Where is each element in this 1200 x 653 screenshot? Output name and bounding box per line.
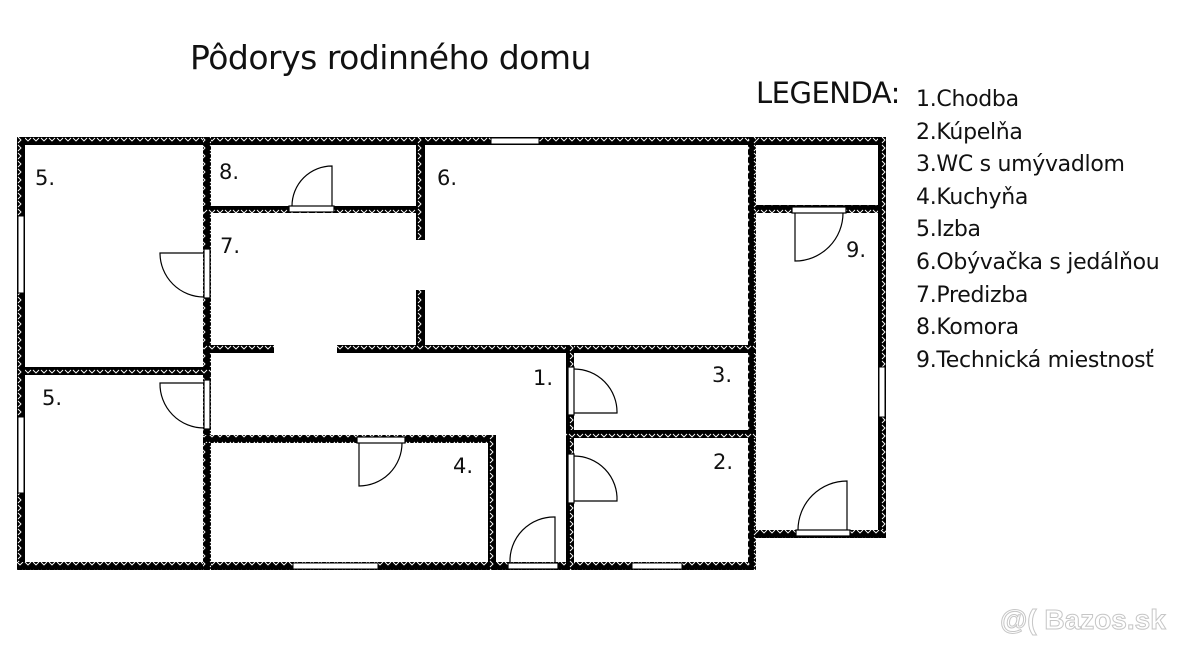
- legend-item: 4.Kuchyňa: [916, 184, 1029, 210]
- legend-item: 3.WC s umývadlom: [916, 152, 1125, 178]
- doors: [159, 165, 851, 570]
- room-label-7: 7.: [220, 234, 240, 258]
- legend-item: 8.Komora: [916, 315, 1019, 341]
- room-label-2: 2.: [713, 450, 733, 474]
- room-label-9: 9.: [846, 238, 866, 262]
- legend-item: 1.Chodba: [916, 87, 1019, 112]
- windows: [17, 137, 886, 570]
- room-label-3: 3.: [712, 363, 732, 387]
- room-label-5-upper: 5.: [35, 166, 55, 190]
- room-labels: 5. 5. 8. 7. 6. 9. 1. 3. 4. 2.: [35, 160, 866, 478]
- plan-title: Pôdorys rodinného domu: [190, 38, 591, 77]
- room-label-1: 1.: [533, 366, 553, 390]
- walls: [17, 137, 886, 570]
- legend-item: 6.Obývačka s jedálňou: [916, 249, 1160, 275]
- room-label-6: 6.: [437, 166, 457, 190]
- room-label-4: 4.: [453, 454, 473, 478]
- legend-heading: LEGENDA:: [756, 76, 900, 110]
- legend-list: 1.Chodba 2.Kúpelňa 3.WC s umývadlom 4.Ku…: [916, 84, 1160, 377]
- room-label-8: 8.: [219, 160, 239, 184]
- legend-item: 5.Izba: [916, 217, 981, 243]
- legend-item: 7.Predizba: [916, 282, 1029, 308]
- watermark: @( Bazos.sk: [1000, 604, 1167, 636]
- legend-item: 9.Technická miestnosť: [916, 347, 1154, 373]
- legend-item: 2.Kúpelňa: [916, 119, 1023, 145]
- room-label-5-lower: 5.: [42, 386, 62, 410]
